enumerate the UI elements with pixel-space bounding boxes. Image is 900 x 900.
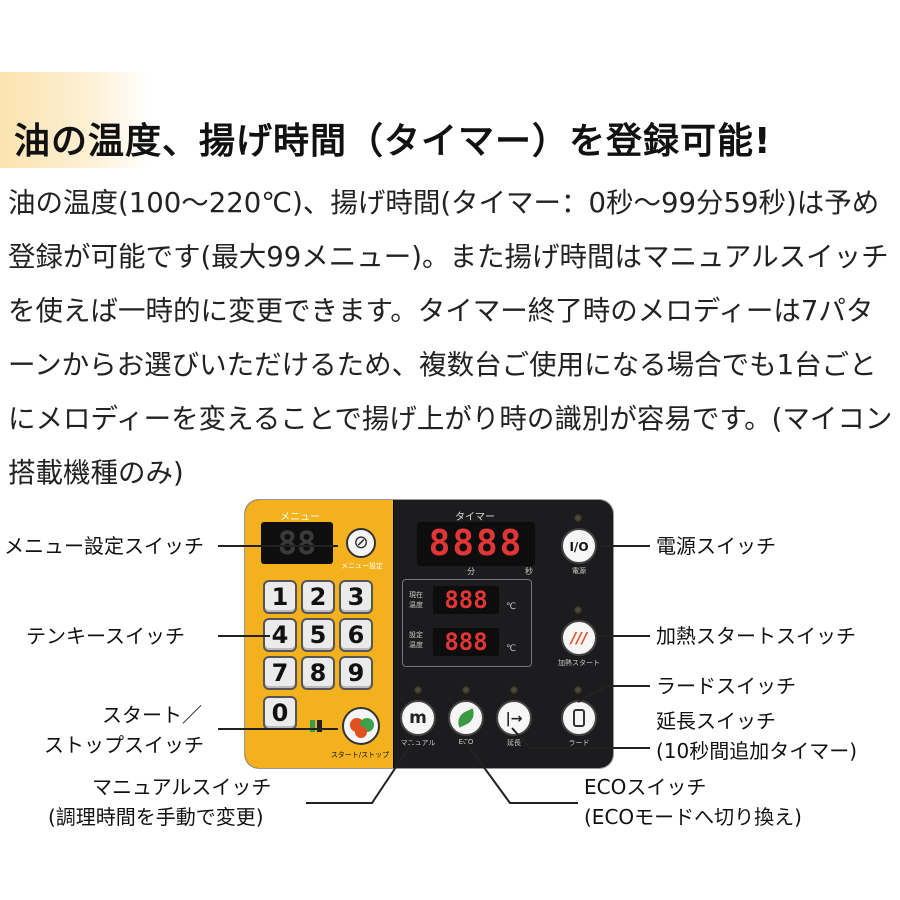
lard-button[interactable] (561, 700, 597, 736)
key-7[interactable]: 7 (263, 656, 297, 690)
key-3[interactable]: 3 (339, 580, 373, 614)
key-4[interactable]: 4 (263, 618, 297, 652)
callout-manual-line1: マニュアルスイッチ (92, 775, 272, 799)
eco-label: ECO (458, 738, 474, 746)
start-stop-label: スタート/ストップ (330, 751, 390, 759)
lard-label: ラード (568, 739, 590, 747)
callout-manual-line2: (調理時間を手動で変更) (48, 805, 264, 829)
key-0[interactable]: 0 (263, 696, 297, 730)
fryer-control-panel: メニュー 88 ⊘ メニュー設定 1 2 3 4 5 6 7 8 9 0 スター… (245, 500, 613, 768)
set-temp-display: 888 (433, 628, 499, 656)
temperature-box: 現在 温度 888 ℃ 設定 温度 888 ℃ (402, 579, 532, 667)
heat-start-button[interactable]: /// (561, 620, 597, 656)
set-temp-tag: 設定 温度 (409, 631, 423, 649)
timer-label: タイマー (455, 512, 495, 523)
callout-eco-line1: ECOスイッチ (584, 775, 707, 799)
lard-icon (573, 709, 585, 727)
start-indicator-lamps (310, 717, 334, 732)
menu-set-label: メニュー設定 (341, 562, 383, 570)
power-label: 電源 (572, 567, 586, 575)
manual-label: マニュアル (400, 739, 436, 747)
menu-display: 88 (261, 522, 333, 564)
arrow-right-icon: |→ (505, 711, 523, 727)
menu-label: メニュー (280, 512, 320, 523)
current-temp-display: 888 (433, 586, 499, 614)
callout-menu-set: メニュー設定スイッチ (4, 534, 204, 558)
start-stop-button[interactable] (342, 707, 380, 745)
description-paragraph: 油の温度(100～220℃)、揚げ時間(タイマー：0秒～99分59秒)は予め登録… (8, 187, 893, 489)
callout-extend-line2: (10秒間追加タイマー) (656, 739, 858, 763)
eco-button[interactable] (448, 700, 484, 736)
extend-button[interactable]: |→ (496, 700, 532, 736)
callout-power: 電源スイッチ (656, 534, 776, 558)
key-8[interactable]: 8 (301, 656, 335, 690)
power-icon: I/O (569, 540, 589, 554)
manual-icon: m (409, 708, 427, 728)
power-led (574, 514, 582, 522)
timer-display: 8888 (417, 522, 535, 566)
menu-set-button[interactable]: ⊘ (346, 528, 376, 558)
extend-label: 延長 (507, 739, 521, 747)
manual-led (414, 686, 422, 694)
extend-led (510, 686, 518, 694)
heading-accent-bar (0, 72, 150, 168)
panel-divider (393, 500, 394, 768)
power-button[interactable]: I/O (561, 528, 597, 564)
callout-start-stop-line2: ストップスイッチ (44, 733, 204, 757)
callout-start-stop-line1: スタート／ (102, 703, 202, 727)
menu-set-icon: ⊘ (353, 532, 369, 553)
flame-icon: /// (570, 629, 588, 647)
timer-unit-seconds: 秒 (525, 567, 533, 576)
callout-extend-line1: 延長スイッチ (656, 709, 776, 733)
key-9[interactable]: 9 (339, 656, 373, 690)
manual-button[interactable]: m (400, 700, 436, 736)
callout-eco-line2: (ECOモードへ切り換え) (584, 805, 802, 829)
eco-led (462, 686, 470, 694)
lard-led (574, 686, 582, 694)
timer-unit-minutes: 分 (467, 567, 475, 576)
set-temp-unit: ℃ (506, 644, 517, 654)
key-2[interactable]: 2 (301, 580, 335, 614)
callout-lard: ラードスイッチ (656, 674, 796, 698)
callout-tenkey: テンキースイッチ (26, 624, 185, 648)
page-heading: 油の温度、揚げ時間（タイマー）を登録可能! (14, 121, 772, 162)
current-temp-tag: 現在 温度 (409, 591, 423, 609)
key-1[interactable]: 1 (263, 580, 297, 614)
heat-start-label: 加熱スタート (558, 659, 600, 667)
current-temp-unit: ℃ (506, 602, 517, 612)
key-5[interactable]: 5 (301, 618, 335, 652)
key-6[interactable]: 6 (339, 618, 373, 652)
callout-heat-start: 加熱スタートスイッチ (656, 624, 856, 648)
heat-led (574, 606, 582, 614)
leaf-icon (454, 708, 478, 728)
